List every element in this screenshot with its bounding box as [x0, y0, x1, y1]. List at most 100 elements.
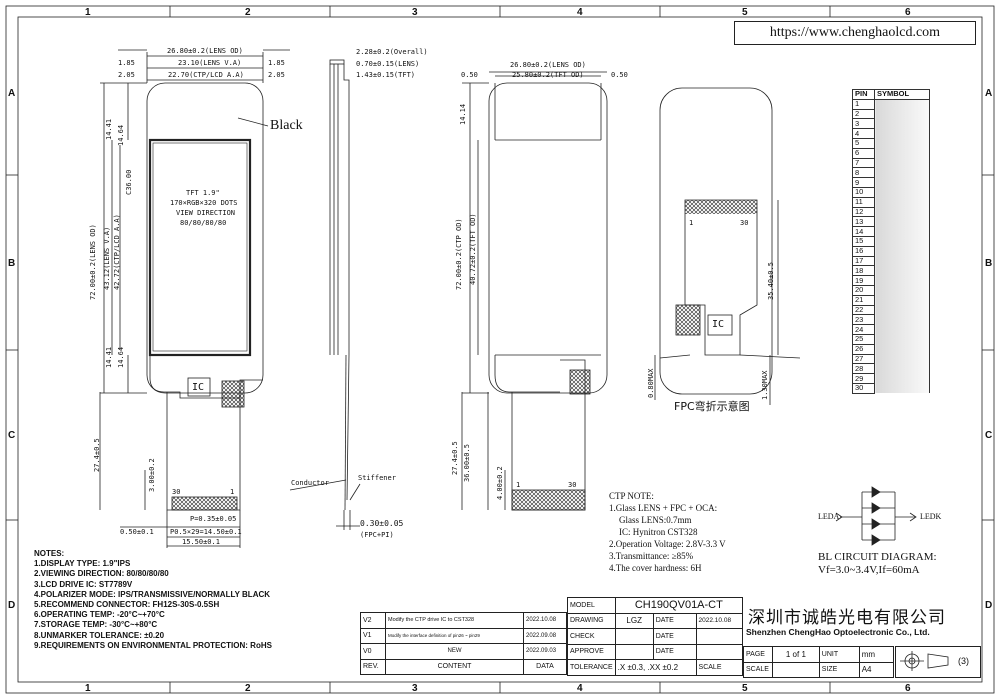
pin-number: 16 [852, 245, 875, 257]
dim-text: 1.85 [118, 59, 135, 67]
pin-symbol [874, 148, 930, 159]
pin-number: 22 [852, 304, 875, 316]
pin-row: 12 [852, 206, 930, 218]
pin-number: 20 [852, 284, 875, 296]
rev-cell: V1 [360, 627, 386, 644]
pin-symbol [874, 354, 930, 364]
dim-text: 27.4±0.5 [93, 438, 101, 472]
col-label: 3 [412, 683, 418, 694]
pin-number: 4 [852, 128, 875, 139]
symbol-header: SYMBOL [874, 89, 930, 100]
col-label: 5 [742, 7, 748, 18]
dim-text: 0.50±0.1 [120, 528, 154, 536]
model-value: CH190QV01A-CT [614, 597, 744, 614]
pin-symbol [874, 226, 930, 237]
note-line: NOTES: [34, 549, 65, 558]
dim-text: 43.12(LENS V.A) [103, 226, 111, 290]
ctp-note-line: 2.Operation Voltage: 2.8V-3.3 V [609, 539, 726, 549]
pin-row: 29 [852, 373, 930, 384]
content-cell: Modify the CTP drive IC to CST328 [385, 612, 524, 629]
note-line: 5.RECOMMEND CONNECTOR: FH12S-30S-0.5SH [34, 600, 220, 610]
date-label: DATE [652, 643, 697, 660]
pin-number: 2 [852, 108, 875, 120]
pin-number: 28 [852, 363, 875, 375]
dim-text: 35.40±0.5 [767, 262, 775, 300]
dim-text: 2.28±0.2(Overall) [356, 48, 428, 56]
pin-row: 1 [852, 98, 930, 110]
dim-text: 27.4±0.5 [451, 441, 459, 475]
ctp-note: CTP NOTE: 1.Glass LENS + FPC + OCA: Glas… [609, 490, 726, 574]
ctp-note-line: IC: Hynitron CST328 [619, 527, 698, 537]
black-label: Black [270, 118, 303, 133]
revision-header-row: REV. CONTENT DATA [360, 658, 567, 675]
pin-symbol [874, 344, 930, 355]
leda-label: LEDA [818, 512, 840, 521]
pin-number: 6 [852, 147, 875, 159]
scale-label: SCALE [695, 659, 744, 676]
dim-text: 4.00±0.2 [496, 466, 504, 500]
pin-symbol [874, 158, 930, 168]
row-label: C [985, 430, 993, 441]
pin-symbol [874, 256, 930, 266]
pin-header: PIN [852, 89, 875, 100]
row-label: A [985, 88, 993, 99]
pin-symbol [874, 118, 930, 129]
dim-text: 1.43±0.15(TFT) [356, 71, 416, 79]
pin-number: 3 [852, 118, 875, 130]
fpc-bend-caption: FPC弯折示意图 [674, 400, 750, 413]
pin-row: 25 [852, 333, 930, 345]
col-label: 2 [245, 683, 251, 694]
pin-row: 15 [852, 235, 930, 247]
fpc-pin-label: 30 [568, 481, 577, 489]
date-cell: 2022.09.03 [523, 643, 567, 660]
row-label: D [8, 600, 16, 611]
pin-row: 28 [852, 363, 930, 375]
pin-row: 9 [852, 177, 930, 188]
dim-text: 22.70(CTP/LCD A.A) [168, 71, 244, 79]
note-line: 7.STORAGE TEMP: -30°C~+80°C [34, 620, 158, 630]
pin-row: 14 [852, 226, 930, 237]
content-header: CONTENT [385, 658, 524, 675]
ctp-note-line: 4.The cover hardness: 6H [609, 563, 702, 573]
size-value: A4 [858, 661, 895, 678]
note-line: 9.REQUIREMENTS ON ENVIRONMENTAL PROTECTI… [34, 640, 272, 650]
pin-row: 16 [852, 245, 930, 257]
dim-text: 14.14 [459, 103, 467, 125]
date-label: DATE [652, 612, 697, 629]
fpc-pin-label: 1 [516, 481, 521, 489]
pin-symbol [874, 383, 930, 394]
note-line: 1.DISPLAY TYPE: 1.9"IPS [34, 559, 131, 569]
dim-text: 0.70±0.15(LENS) [356, 60, 420, 68]
ctp-note-line: Glass LENS:0.7mm [619, 515, 692, 525]
dim-text: 1.85 [268, 59, 285, 67]
note-line: 3.LCD DRIVE IC: ST7789V [34, 579, 133, 589]
drawing-date: 2022.10.08 [695, 612, 744, 629]
rev-cell: V2 [360, 612, 386, 629]
col-label: 5 [742, 683, 748, 694]
scale-label-2: SCALE [743, 661, 773, 678]
page-label: PAGE [743, 646, 773, 663]
dim-text: 25.80±0.2(TFT OD) [512, 71, 584, 79]
dim-text: 2.05 [268, 71, 285, 79]
check-label: CHECK [567, 628, 616, 645]
pin-symbol [874, 305, 930, 315]
note-line: 6.OPERATING TEMP: -20°C~+70°C [34, 610, 165, 620]
unit-label: UNIT [818, 646, 860, 663]
pin-row: 19 [852, 275, 930, 286]
notes: NOTES: 1.DISPLAY TYPE: 1.9"IPS 2.VIEWING… [34, 549, 364, 651]
tft-line: VIEW DIRECTION [176, 209, 236, 217]
dim-text: 14.41 [105, 346, 113, 368]
pin-row: 6 [852, 147, 930, 159]
pin-row: 13 [852, 216, 930, 228]
pin-symbol [874, 275, 930, 286]
website-link[interactable]: https://www.chenghaolcd.com [734, 21, 976, 45]
conductor-label: Conductor [291, 479, 329, 487]
pin-number: 13 [852, 216, 875, 228]
fpc-pin-label: 1 [689, 219, 694, 227]
pin-number: 12 [852, 206, 875, 218]
dim-text: P=0.35±0.05 [190, 515, 237, 523]
pin-row: 23 [852, 314, 930, 326]
